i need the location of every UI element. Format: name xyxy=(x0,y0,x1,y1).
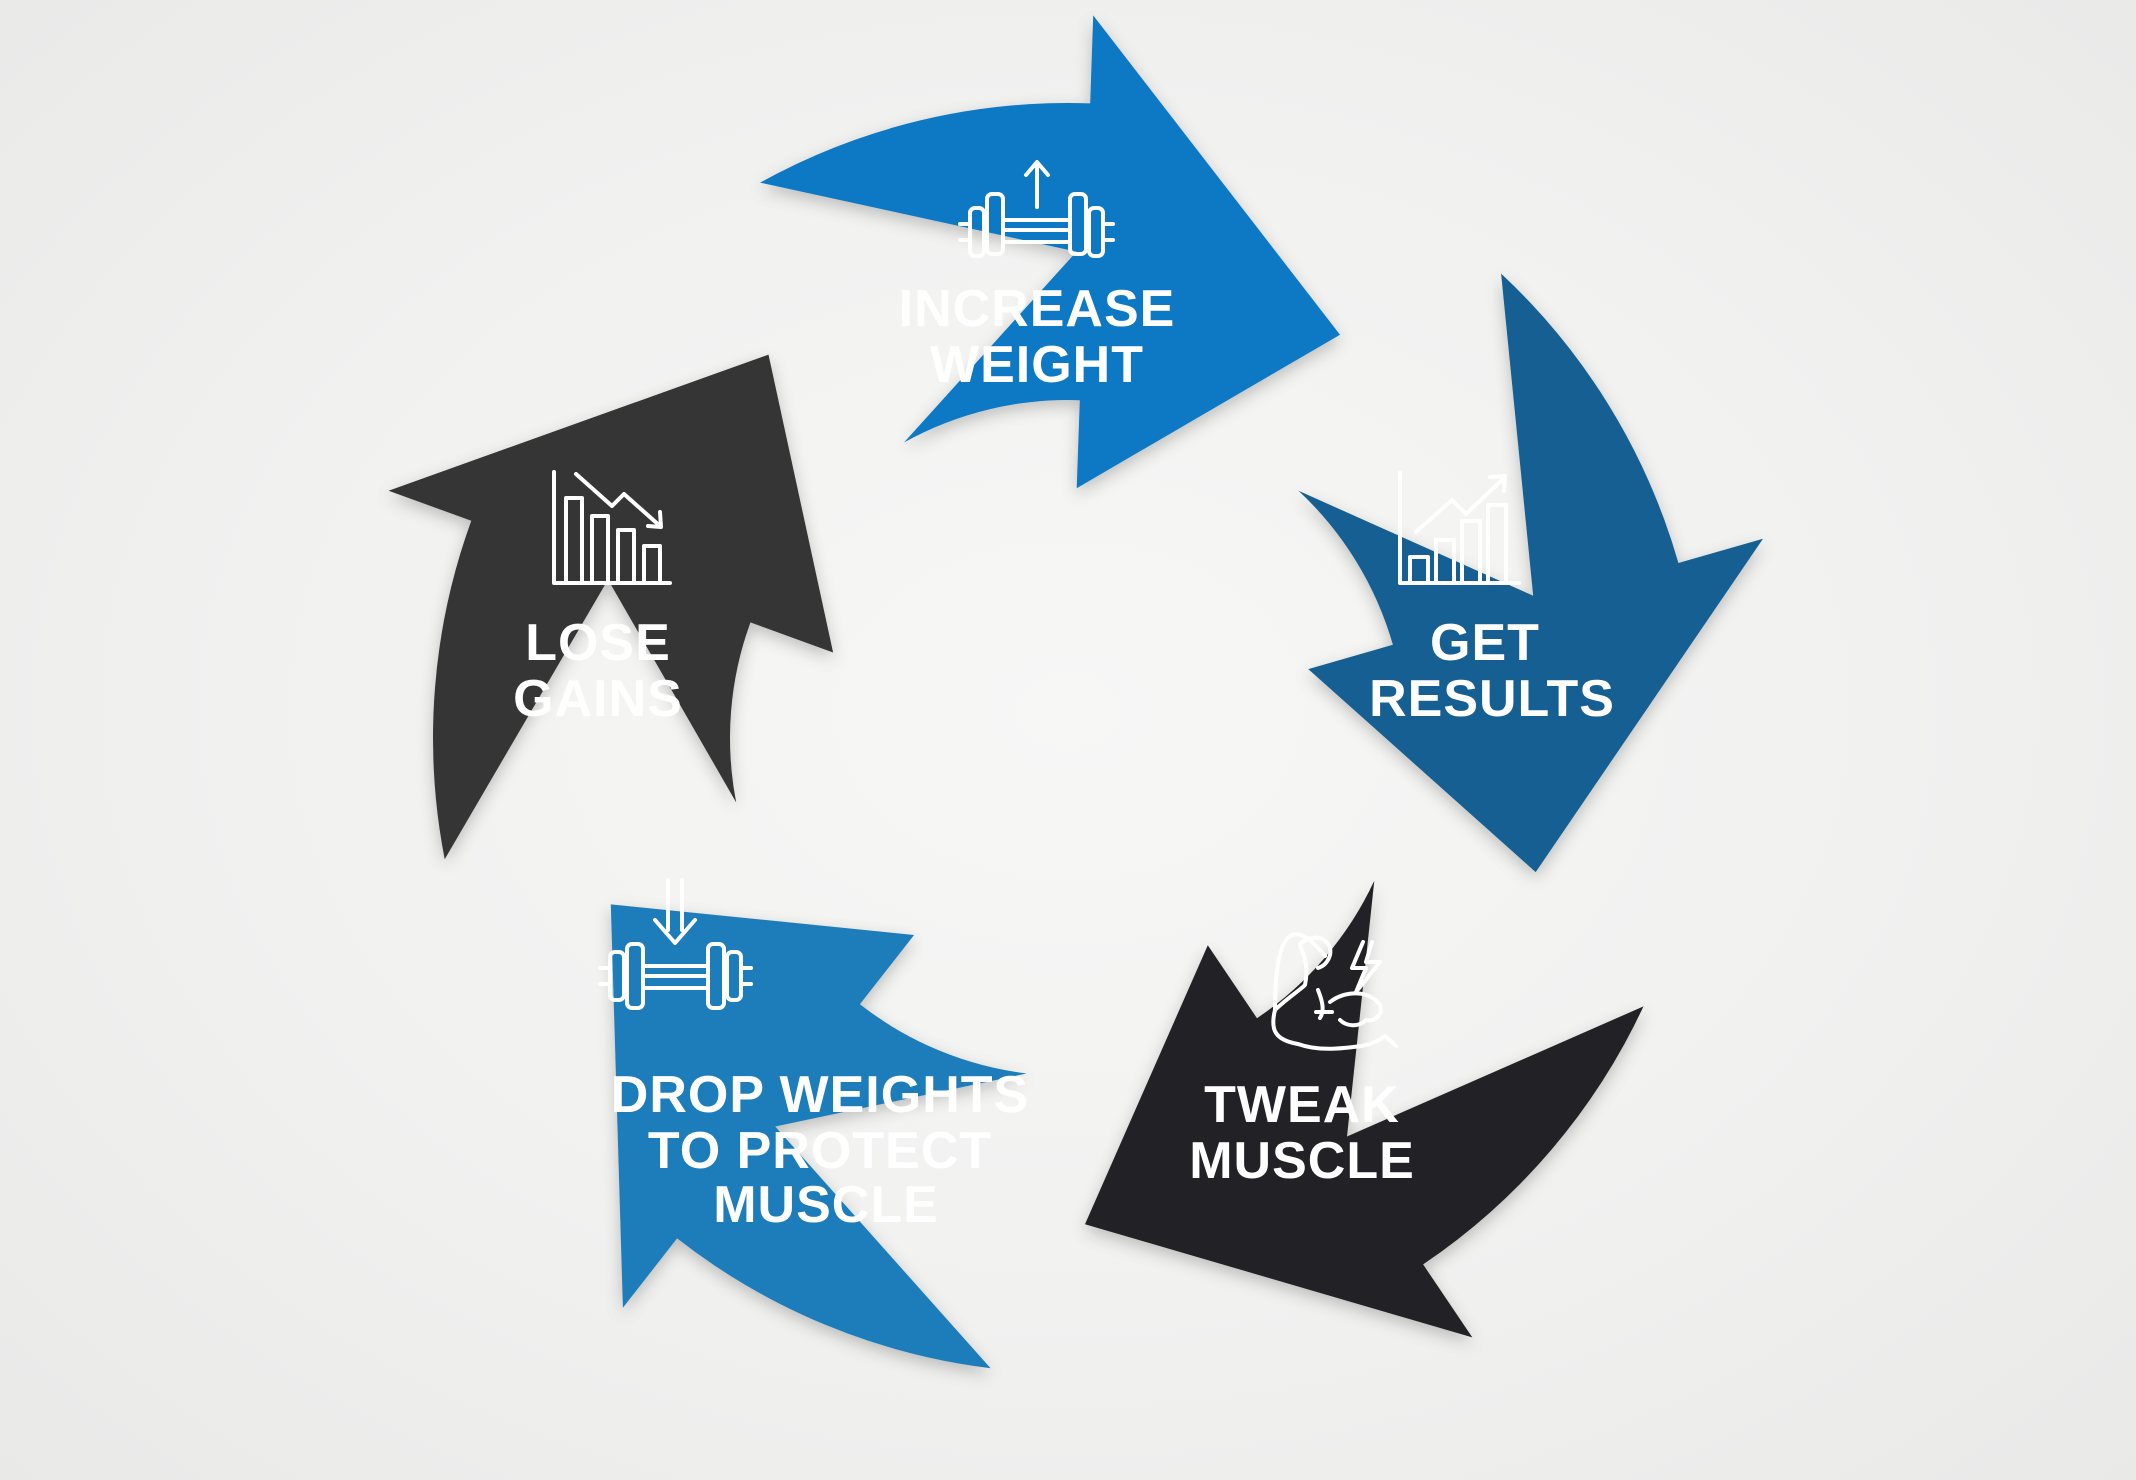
step-label-line: RESULTS xyxy=(1369,670,1615,728)
step-label-line: MUSCLE xyxy=(713,1176,939,1234)
arrow-lose-gains xyxy=(388,354,834,860)
cycle-arrows xyxy=(388,15,1763,1369)
arrow-drop-weights xyxy=(610,904,1027,1369)
step-label-line: WEIGHT xyxy=(930,336,1144,394)
barbell-up-arrow-icon xyxy=(958,160,1115,258)
step-get-results: GET RESULTS xyxy=(1369,471,1615,728)
step-drop-weights: DROP WEIGHTS TO PROTECT MUSCLE xyxy=(598,878,1029,1234)
arrow-get-results xyxy=(1298,273,1763,873)
step-label-line: DROP WEIGHTS xyxy=(611,1066,1029,1124)
step-increase-weight: INCREASE WEIGHT xyxy=(899,160,1176,394)
step-label-line: LOSE xyxy=(525,614,671,672)
arrow-tweak-muscle xyxy=(1085,880,1644,1338)
step-label-line: GAINS xyxy=(513,670,683,728)
falling-bar-chart-icon xyxy=(552,470,672,585)
step-lose-gains: LOSE GAINS xyxy=(513,470,683,728)
step-label-line: INCREASE xyxy=(899,280,1176,338)
rising-bar-chart-icon xyxy=(1398,471,1521,585)
step-label-line: TO PROTECT xyxy=(648,1122,992,1180)
step-label-line: MUSCLE xyxy=(1189,1132,1415,1190)
step-tweak-muscle: TWEAK MUSCLE xyxy=(1189,932,1415,1190)
step-label-line: GET xyxy=(1430,614,1540,672)
flexed-arm-bolt-icon xyxy=(1271,932,1398,1051)
arrow-increase-weight xyxy=(760,15,1340,489)
step-label-line: TWEAK xyxy=(1204,1076,1400,1134)
barbell-down-arrows-icon xyxy=(598,878,753,1010)
